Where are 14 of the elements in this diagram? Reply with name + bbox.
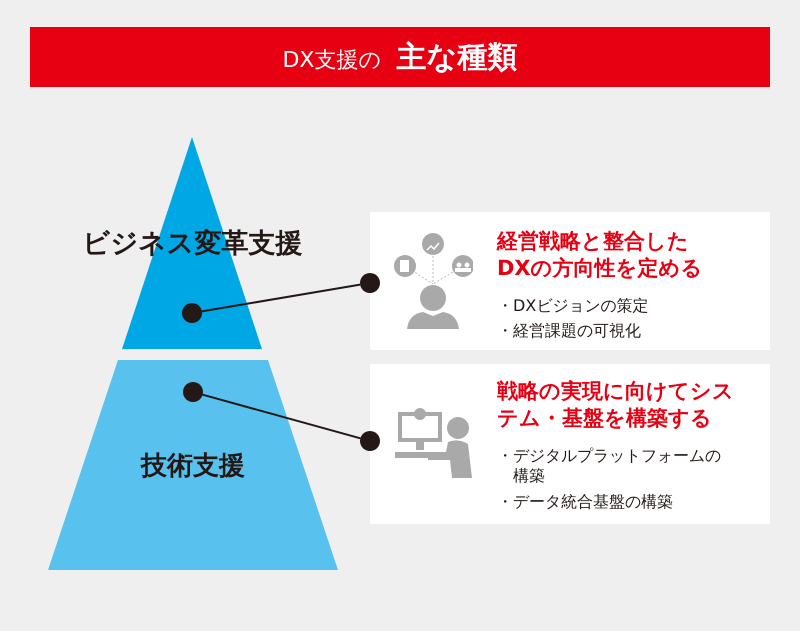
info-card (370, 212, 770, 350)
info-card (370, 364, 770, 524)
connector-dot (360, 431, 380, 451)
bullet-item: ・デジタルプラットフォームの構築 (497, 446, 722, 488)
connector-line (202, 394, 361, 440)
title: DX支援の 主な種類 (282, 38, 518, 76)
bullet-item: ・DXビジョンの策定 (497, 296, 650, 316)
connector-line (202, 284, 360, 312)
connector-dot (360, 273, 380, 293)
card-heading: 戦略の実現に向けてシステム・基盤を構築する (497, 378, 735, 432)
card-heading: 経営戦略と整合したDXの方向性を定める (497, 228, 704, 282)
bullet-item: ・データ統合基盤の構築 (497, 492, 674, 513)
level-label: 技術支援 (139, 450, 246, 483)
bullet-item: ・経営課題の可視化 (497, 321, 642, 342)
